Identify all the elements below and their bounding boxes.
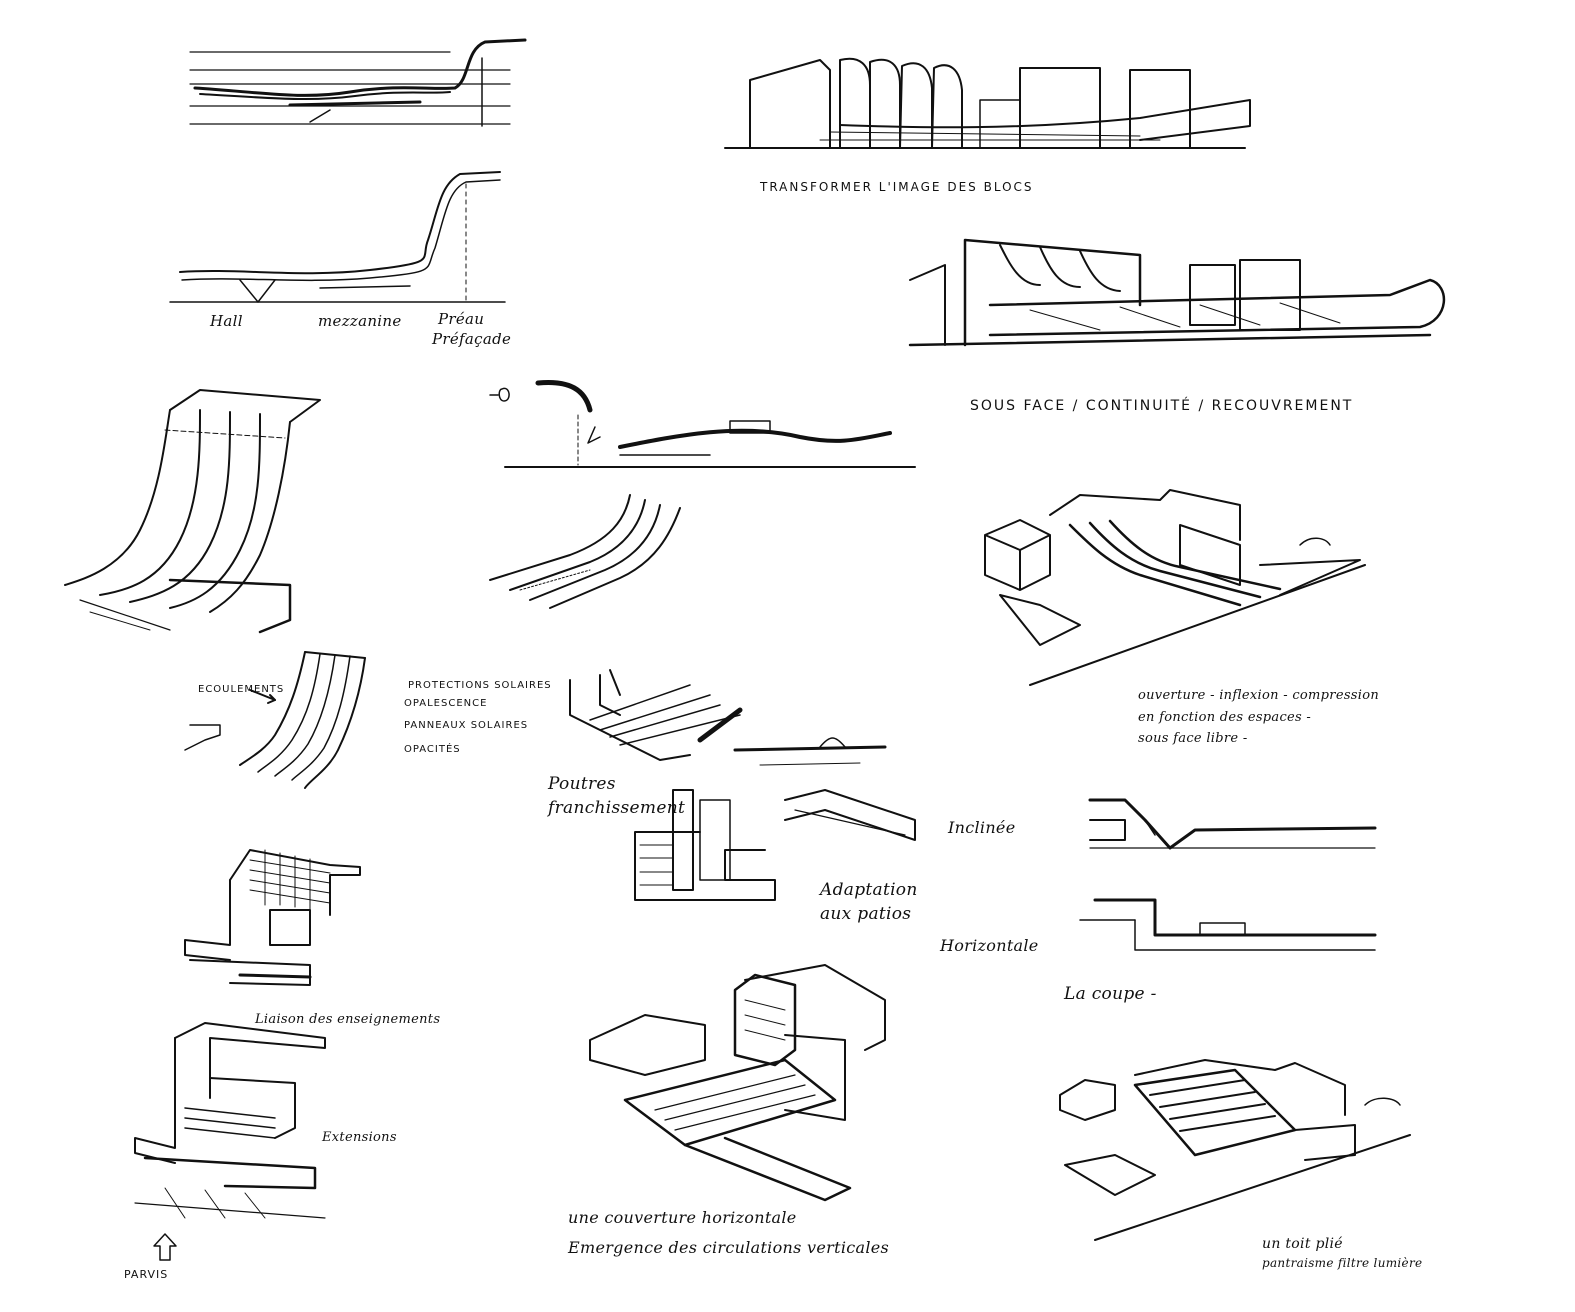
ribbon-sketch-large-drawing (64, 389, 321, 634)
label-poutres-1: Poutres (548, 774, 616, 794)
label-panneaux: PANNEAUX SOLAIRES (404, 720, 529, 731)
section-sketch-spout-drawing (489, 379, 916, 468)
label-mezzanine: mezzanine (318, 312, 402, 330)
ribbon-sketch-solar (180, 640, 370, 790)
label-protections: PROTECTIONS SOLAIRES (408, 680, 552, 691)
axonometric-sketch-extensions (125, 1018, 330, 1223)
ribbon-sketch-small-drawing (489, 494, 681, 609)
label-transformer: TRANSFORMER L'IMAGE DES BLOCS (760, 180, 1034, 194)
perspective-sketch-roof (900, 225, 1460, 355)
axonometric-sketch-circulation-drawing (589, 964, 886, 1202)
axonometric-sketch-site (980, 485, 1370, 690)
perspective-sketch-roof-drawing (908, 238, 1446, 347)
label-toit-1: un toit plié (1262, 1236, 1343, 1252)
label-poutres-2: franchissement (548, 798, 686, 818)
label-ouverture-2: en fonction des espaces - (1138, 710, 1312, 725)
grid-sketch-liaison (180, 845, 370, 995)
elevation-sketch-blocks-drawing (724, 57, 1251, 149)
axonometric-sketch-site-drawing (984, 489, 1366, 686)
section-sketch-inclinee-drawing (1088, 798, 1377, 850)
elevation-sketch-blocks (720, 40, 1260, 160)
label-adaptation-2: aux patios (820, 904, 912, 924)
label-lacoupe: La coupe - (1064, 984, 1157, 1004)
axonometric-sketch-extensions-drawing (134, 1022, 326, 1219)
section-sketch-horizontale-drawing (1079, 898, 1377, 951)
section-sketch-patios-drawing (634, 789, 916, 901)
label-prefacade: Préfaçade (432, 330, 512, 348)
axonometric-sketch-folded-roof (1055, 1055, 1420, 1245)
ribbon-sketch-small (480, 490, 690, 610)
label-extensions: Extensions (322, 1130, 397, 1145)
beams-sketch (560, 665, 890, 780)
section-sketch-patios (625, 780, 925, 910)
label-opacites: OPACITÉS (404, 744, 461, 755)
label-couverture-1: une couverture horizontale (568, 1208, 797, 1227)
ribbon-sketch-large (60, 380, 340, 640)
label-sousface: SOUS FACE / CONTINUITÉ / RECOUVREMENT (970, 398, 1354, 414)
label-ouverture-1: ouverture - inflexion - compression (1138, 688, 1380, 703)
ribbon-sketch-solar-drawing (184, 651, 366, 789)
label-ecoulements: ECOULEMENTS (198, 684, 285, 695)
section-sketch-hall-drawing (169, 171, 506, 303)
section-sketch-horizontale (1075, 895, 1380, 960)
label-couverture-2: Emergence des circulations verticales (568, 1238, 890, 1257)
section-sketch-wave-drawing (189, 38, 527, 127)
label-hall: Hall (210, 312, 243, 330)
label-adaptation-1: Adaptation (820, 880, 918, 900)
label-preau: Préau (438, 310, 485, 328)
axonometric-sketch-circulation (585, 960, 890, 1205)
section-sketch-hall (169, 160, 510, 310)
arrow-parvis (150, 1232, 180, 1262)
label-liaison: Liaison des enseignements (255, 1012, 441, 1027)
label-inclinee: Inclinée (948, 818, 1016, 837)
section-sketch-spout (480, 375, 920, 475)
arrow-parvis-drawing (153, 1233, 177, 1261)
label-horizontale: Horizontale (940, 936, 1039, 955)
beams-sketch-drawing (569, 669, 887, 766)
section-sketch-inclinee (1085, 790, 1380, 860)
label-opalescence: OPALESCENCE (404, 698, 488, 709)
label-toit-2: pantraisme filtre lumière (1262, 1256, 1423, 1270)
grid-sketch-liaison-drawing (184, 849, 361, 986)
section-sketch-wave (180, 30, 530, 130)
axonometric-sketch-folded-roof-drawing (1059, 1059, 1411, 1241)
label-ouverture-3: sous face libre - (1138, 731, 1248, 746)
label-parvis: PARVIS (124, 1268, 169, 1281)
